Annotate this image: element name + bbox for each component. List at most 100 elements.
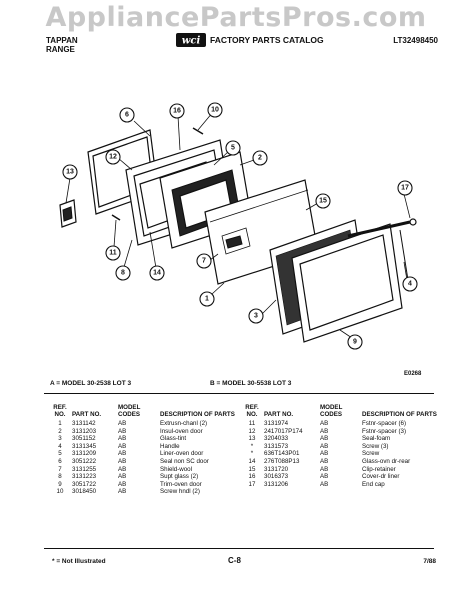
svg-text:7: 7: [202, 258, 206, 265]
svg-text:12: 12: [109, 154, 117, 161]
cell-ref: 15: [248, 465, 256, 473]
cell-ref: *: [250, 450, 254, 458]
cell-ref: 17: [248, 480, 256, 488]
cell-description: Shield-wool: [160, 465, 192, 473]
cell-ref: *: [250, 442, 254, 450]
door-trim-frame: [291, 223, 403, 343]
cell-part-number: 2417017P174: [264, 427, 303, 435]
cell-ref: 10: [56, 488, 64, 496]
cell-description: Clip-retainer: [362, 465, 396, 473]
cell-part-number: 3131573: [264, 442, 289, 450]
cell-part-number: 276T088P13: [264, 457, 300, 465]
cell-description: Seal-foam: [362, 435, 391, 443]
cell-part-number: 3131255: [72, 465, 97, 473]
col-desc-header: DESCRIPTION OF PARTS: [160, 411, 235, 418]
svg-text:14: 14: [153, 270, 161, 277]
cell-part-number: 3051722: [72, 480, 97, 488]
table-bottom-rule: [44, 548, 434, 549]
watermark: AppliancePartsPros.com: [45, 2, 427, 33]
svg-text:8: 8: [121, 270, 125, 277]
cell-model-code: AB: [118, 427, 127, 435]
cell-ref: 14: [248, 457, 256, 465]
svg-text:13: 13: [66, 169, 74, 176]
col-ref-header: REF. NO.: [53, 404, 67, 418]
not-illustrated-note: * = Not Illustrated: [52, 558, 106, 565]
svg-text:15: 15: [319, 198, 327, 205]
svg-text:1: 1: [205, 296, 209, 303]
table-header-row: REF. NO. PART NO. MODEL CODES DESCRIPTIO…: [50, 404, 242, 420]
cell-model-code: AB: [320, 473, 329, 481]
cell-model-code: AB: [320, 442, 329, 450]
cell-ref: 9: [58, 480, 62, 488]
door-handle-part: [347, 218, 417, 281]
callout-15: 15: [315, 193, 331, 209]
callout-2: 2: [252, 150, 268, 166]
cell-ref: 13: [248, 435, 256, 443]
callout-6: 6: [119, 107, 135, 123]
cell-ref: 1: [58, 420, 62, 427]
callout-7: 7: [196, 253, 212, 269]
catalog-number: LT32498450: [393, 36, 438, 45]
col-code-header: MODEL CODES: [320, 404, 343, 418]
parts-table-left: REF. NO. PART NO. MODEL CODES DESCRIPTIO…: [50, 404, 242, 496]
cell-description: Cover-dr liner: [362, 473, 400, 481]
model-b-label: B = MODEL 30-5538 LOT 3: [210, 380, 292, 387]
cell-part-number: 3016373: [264, 473, 289, 481]
col-desc-header: DESCRIPTION OF PARTS: [362, 411, 437, 418]
callout-14: 14: [149, 265, 165, 281]
cell-description: Seal non SC door: [160, 457, 209, 465]
brand-block: TAPPAN RANGE: [46, 36, 78, 54]
callout-4: 4: [402, 276, 418, 292]
cell-ref: 8: [58, 473, 62, 481]
cell-model-code: AB: [118, 473, 127, 481]
cell-description: Glass-tint: [160, 435, 187, 443]
cell-description: Screw hndl (2): [160, 488, 200, 496]
cell-part-number: 3131142: [72, 420, 96, 427]
cell-model-code: AB: [320, 465, 329, 473]
cell-part-number: 3131223: [72, 473, 97, 481]
cell-model-code: AB: [320, 480, 329, 488]
cell-part-number: 3131974: [264, 420, 289, 427]
cell-description: Screw: [362, 450, 380, 458]
cell-description: Handle: [160, 442, 180, 450]
cell-description: Glass-ovn dr-rear: [362, 457, 411, 465]
cell-model-code: AB: [118, 442, 127, 450]
cell-ref: 11: [248, 420, 256, 427]
svg-text:17: 17: [401, 185, 409, 192]
callout-9: 9: [347, 334, 363, 350]
cell-part-number: 3131203: [72, 427, 97, 435]
cell-ref: 6: [58, 457, 62, 465]
cell-description: Fstnr-spacer (3): [362, 427, 407, 435]
table-header-row: REF. NO. PART NO. MODEL CODES DESCRIPTIO…: [242, 404, 444, 420]
cell-model-code: AB: [320, 435, 329, 443]
cell-model-code: AB: [118, 488, 127, 496]
cell-model-code: AB: [118, 457, 127, 465]
callout-12: 12: [105, 149, 121, 165]
cell-description: Insul-oven door: [160, 427, 203, 435]
cell-ref: 7: [58, 465, 62, 473]
table-top-rule: [44, 393, 434, 394]
cell-part-number: 3051152: [72, 435, 96, 443]
cell-ref: 12: [248, 427, 256, 435]
cell-model-code: AB: [320, 427, 329, 435]
svg-text:16: 16: [173, 108, 181, 115]
cell-ref: 4: [58, 442, 62, 450]
page-number: C-8: [228, 556, 241, 565]
svg-text:4: 4: [408, 281, 412, 288]
cell-model-code: AB: [118, 480, 127, 488]
